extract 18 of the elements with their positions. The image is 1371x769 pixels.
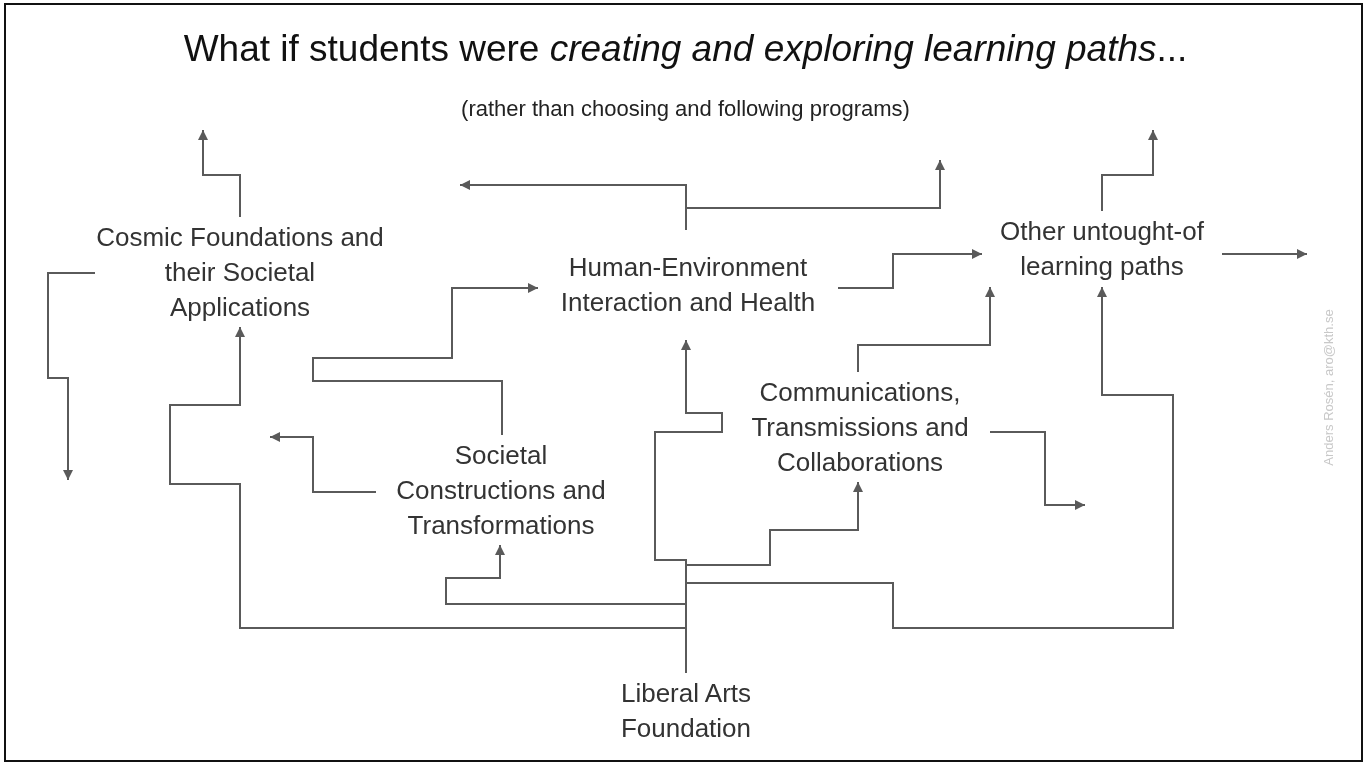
path-label: Human-Environment Interaction and Health — [538, 230, 838, 340]
arrow — [837, 249, 983, 289]
subtitle-note: (rather than choosing and following programs) — [460, 96, 911, 122]
arrow — [1101, 129, 1158, 212]
arrow — [1221, 249, 1308, 259]
arrow — [312, 283, 539, 436]
arrow — [685, 159, 945, 231]
arrow — [857, 286, 995, 373]
arrow — [198, 129, 241, 218]
slide-title: What if students were creating and exploring learning paths... — [182, 28, 1189, 70]
arrow — [47, 272, 96, 481]
path-label: Communications, Transmissions and Collaborations — [730, 372, 990, 482]
path-label: Liberal Arts Foundation — [596, 673, 776, 749]
arrow — [269, 432, 377, 493]
path-label: Societal Constructions and Transformations — [376, 435, 626, 545]
path-label: Cosmic Foundations and their Societal Applications — [95, 217, 385, 327]
path-label: Other untought-of learning paths — [982, 211, 1222, 287]
arrow — [989, 431, 1086, 510]
